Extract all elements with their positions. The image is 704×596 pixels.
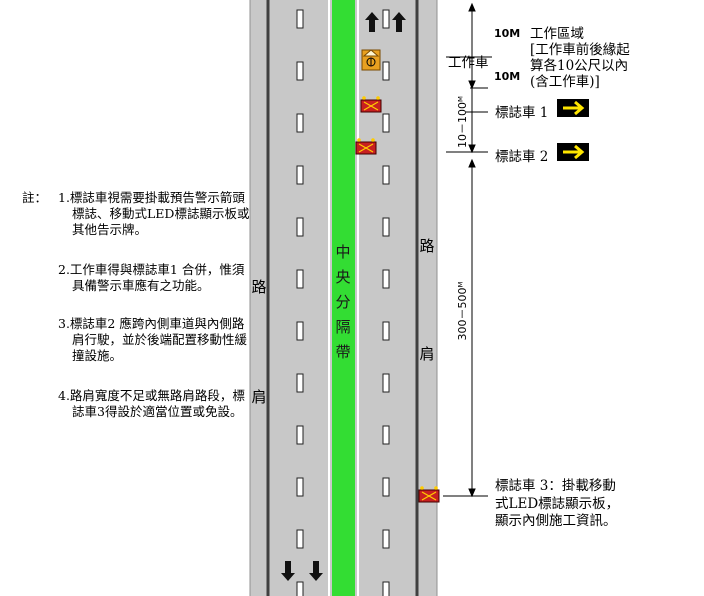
median-label: 中 央 分 隔 帶 (335, 243, 351, 361)
notes-label: 註： (22, 190, 48, 205)
arrow-right-board-icon (557, 143, 589, 161)
lane-dash (296, 113, 304, 133)
lane-dash (382, 529, 390, 549)
lane-dash (296, 321, 304, 341)
lane-dash (296, 529, 304, 549)
work-vehicle-label: 工作車 (448, 55, 489, 71)
left-shoulder-label: 路 肩 (251, 278, 267, 406)
lane-dash (296, 425, 304, 445)
sign-vehicle-icon (418, 486, 440, 503)
lane-dash (296, 217, 304, 237)
lane-dash (382, 321, 390, 341)
dimension-lines (443, 2, 492, 498)
note-item-4: 4.路肩寬度不足或無路肩路段，標誌車3得設於適當位置或免設。 (58, 388, 245, 419)
lane-dash (382, 477, 390, 497)
lane-dash (382, 9, 390, 29)
lane-dash (382, 373, 390, 393)
lane-dash (382, 61, 390, 81)
sign-car-2-label: 標誌車 2 (495, 149, 549, 165)
ten-m-top-label: 10M (494, 27, 521, 40)
note-item-2: 2.工作車得與標誌車1 合併，惟須具備警示車應有之功能。 (58, 262, 245, 293)
arrow-up-icon (365, 12, 379, 32)
lane-dash (296, 61, 304, 81)
lane-dash (296, 477, 304, 497)
sign-car-1-label: 標誌車 1 (495, 105, 549, 121)
arrow-down-icon (309, 561, 323, 581)
median-strip (332, 0, 355, 596)
lane-dash (382, 217, 390, 237)
lane-dash (296, 269, 304, 289)
lane-dash (296, 9, 304, 29)
lane-dash (296, 165, 304, 185)
distance-300-500-label: 300－500ᴹ (456, 281, 469, 341)
work-vehicle-icon (361, 49, 381, 71)
sign-vehicle-icon (360, 96, 382, 113)
work-zone-label: 工作區域 [工作車前後緣起算各10公尺以內(含工作車)] (530, 26, 630, 90)
note-item-3: 3.標誌車2 應跨內側車道與內側路肩行駛，並於後端配置移動性緩撞設施。 (58, 316, 248, 363)
lane-dash (296, 373, 304, 393)
ten-m-bottom-label: 10M (494, 70, 521, 83)
distance-10-100-label: 10－100ᴹ (456, 96, 469, 148)
arrow-right-board-icon (557, 99, 589, 117)
arrow-down-icon (281, 561, 295, 581)
lane-dash (382, 581, 390, 596)
lane-dash (382, 269, 390, 289)
lane-dash (296, 581, 304, 596)
lane-dash (382, 425, 390, 445)
arrow-up-icon (392, 12, 406, 32)
right-shoulder-label: 路 肩 (419, 237, 435, 363)
lane-dashes (296, 9, 390, 596)
lane-dash (382, 113, 390, 133)
sign-vehicle-icon (355, 138, 377, 155)
lane-dash (382, 165, 390, 185)
sign-car-3-label: 標誌車 3：掛載移動 式LED標誌顯示板， 顯示內側施工資訊。 (495, 478, 620, 529)
note-item-1: 1.標誌車視需要掛載預告警示箭頭標誌、移動式LED標誌顯示板或其他告示牌。 (58, 190, 250, 237)
left-roadway (250, 0, 332, 596)
